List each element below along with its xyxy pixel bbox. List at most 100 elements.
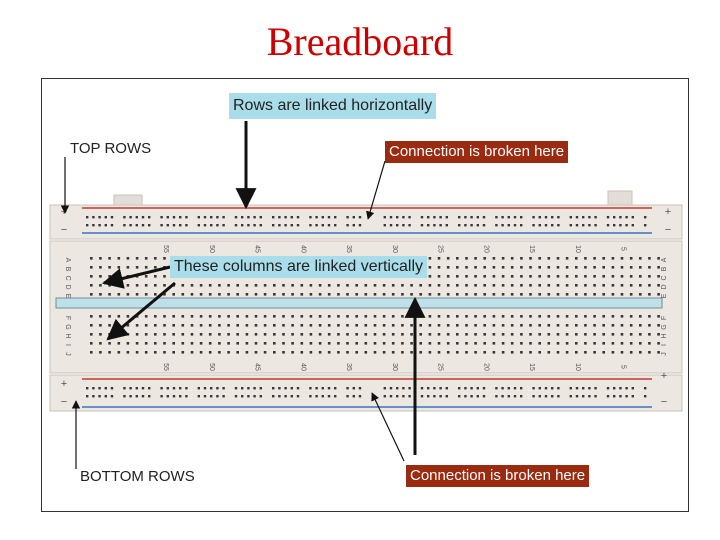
terminal-hole bbox=[199, 284, 203, 287]
terminal-hole bbox=[318, 333, 322, 336]
top-rail-hole bbox=[631, 224, 634, 227]
top-rail-hole bbox=[284, 224, 287, 227]
terminal-hole bbox=[373, 293, 377, 296]
rail-minus-symbol: − bbox=[61, 224, 67, 236]
terminal-hole bbox=[529, 293, 532, 296]
terminal-hole bbox=[300, 333, 304, 336]
arrow-broken-bottom bbox=[371, 392, 405, 462]
top-rail-hole bbox=[513, 224, 517, 227]
terminal-hole bbox=[172, 351, 175, 354]
top-rail-hole bbox=[594, 224, 597, 227]
bottom-rail-hole bbox=[315, 395, 318, 398]
terminal-hole bbox=[492, 324, 496, 327]
top-rail-hole bbox=[278, 224, 281, 227]
top-rail-hole bbox=[327, 224, 331, 227]
terminal-hole bbox=[181, 342, 185, 345]
terminal-hole bbox=[520, 284, 523, 287]
top-rail-hole bbox=[259, 216, 262, 219]
bottom-rail-hole bbox=[464, 387, 467, 390]
terminal-hole bbox=[639, 275, 642, 278]
bottom-rail-hole bbox=[278, 395, 281, 398]
row-letter: C bbox=[661, 275, 668, 280]
terminal-hole bbox=[474, 351, 477, 354]
column-number: 55 bbox=[162, 245, 169, 253]
terminal-hole bbox=[648, 293, 651, 296]
top-rail-hole bbox=[179, 224, 182, 227]
terminal-hole bbox=[483, 342, 486, 345]
column-number: 40 bbox=[299, 363, 306, 371]
terminal-hole bbox=[273, 324, 276, 327]
terminal-hole bbox=[629, 284, 633, 287]
terminal-hole bbox=[346, 351, 349, 354]
bottom-rail-hole bbox=[172, 395, 176, 398]
terminal-hole bbox=[208, 351, 212, 354]
terminal-hole bbox=[245, 315, 249, 318]
terminal-hole bbox=[446, 351, 450, 354]
terminal-hole bbox=[657, 266, 660, 269]
terminal-hole bbox=[154, 275, 157, 278]
terminal-hole bbox=[556, 257, 560, 260]
terminal-hole bbox=[446, 342, 450, 345]
row-letter: G bbox=[64, 324, 71, 329]
bottom-rail-hole bbox=[334, 395, 337, 398]
terminal-hole bbox=[346, 342, 349, 345]
terminal-hole bbox=[446, 266, 450, 269]
terminal-hole bbox=[144, 351, 148, 354]
top-rail-hole bbox=[625, 224, 628, 227]
terminal-hole bbox=[492, 257, 496, 260]
terminal-hole bbox=[538, 351, 541, 354]
terminal-hole bbox=[529, 351, 532, 354]
bottom-rail-hole bbox=[433, 387, 436, 390]
terminal-hole bbox=[501, 275, 505, 278]
row-letter: B bbox=[661, 266, 668, 271]
label-broken-bottom: Connection is broken here bbox=[406, 465, 590, 487]
bottom-rail-hole bbox=[123, 387, 126, 390]
terminal-hole bbox=[208, 324, 212, 327]
terminal-hole bbox=[538, 324, 541, 327]
terminal-hole bbox=[620, 257, 624, 260]
terminal-hole bbox=[309, 315, 313, 318]
terminal-hole bbox=[639, 266, 642, 269]
column-number: 25 bbox=[437, 363, 444, 371]
terminal-hole bbox=[346, 324, 349, 327]
terminal-hole bbox=[227, 284, 230, 287]
top-rail-hole bbox=[141, 216, 145, 219]
bottom-rail-hole bbox=[594, 387, 597, 390]
terminal-hole bbox=[236, 324, 239, 327]
top-rail-hole bbox=[569, 224, 572, 227]
terminal-hole bbox=[575, 275, 578, 278]
bottom-rail-hole bbox=[644, 387, 647, 390]
bottom-rail-hole bbox=[396, 395, 399, 398]
terminal-hole bbox=[437, 333, 441, 336]
terminal-hole bbox=[90, 315, 93, 318]
terminal-hole bbox=[657, 275, 660, 278]
terminal-hole bbox=[547, 351, 551, 354]
terminal-hole bbox=[373, 342, 377, 345]
terminal-hole bbox=[190, 351, 194, 354]
row-letter: E bbox=[64, 294, 71, 299]
row-letter: I bbox=[64, 344, 71, 346]
terminal-hole bbox=[620, 266, 624, 269]
terminal-hole bbox=[556, 351, 560, 354]
terminal-hole bbox=[401, 315, 404, 318]
terminal-hole bbox=[227, 315, 230, 318]
terminal-hole bbox=[520, 324, 523, 327]
bottom-rail-hole bbox=[619, 387, 622, 390]
terminal-hole bbox=[364, 342, 368, 345]
terminal-hole bbox=[611, 284, 615, 287]
terminal-hole bbox=[456, 315, 459, 318]
terminal-hole bbox=[126, 315, 130, 318]
terminal-hole bbox=[273, 284, 276, 287]
top-rail-hole bbox=[253, 216, 256, 219]
top-rail-hole bbox=[185, 224, 188, 227]
terminal-hole bbox=[163, 275, 166, 278]
terminal-hole bbox=[483, 324, 486, 327]
bottom-rail-hole bbox=[296, 395, 300, 398]
terminal-hole bbox=[163, 342, 166, 345]
top-rail-hole bbox=[544, 224, 548, 227]
bottom-rail-hole bbox=[185, 387, 188, 390]
terminal-hole bbox=[236, 333, 239, 336]
top-rail-hole bbox=[644, 216, 647, 219]
